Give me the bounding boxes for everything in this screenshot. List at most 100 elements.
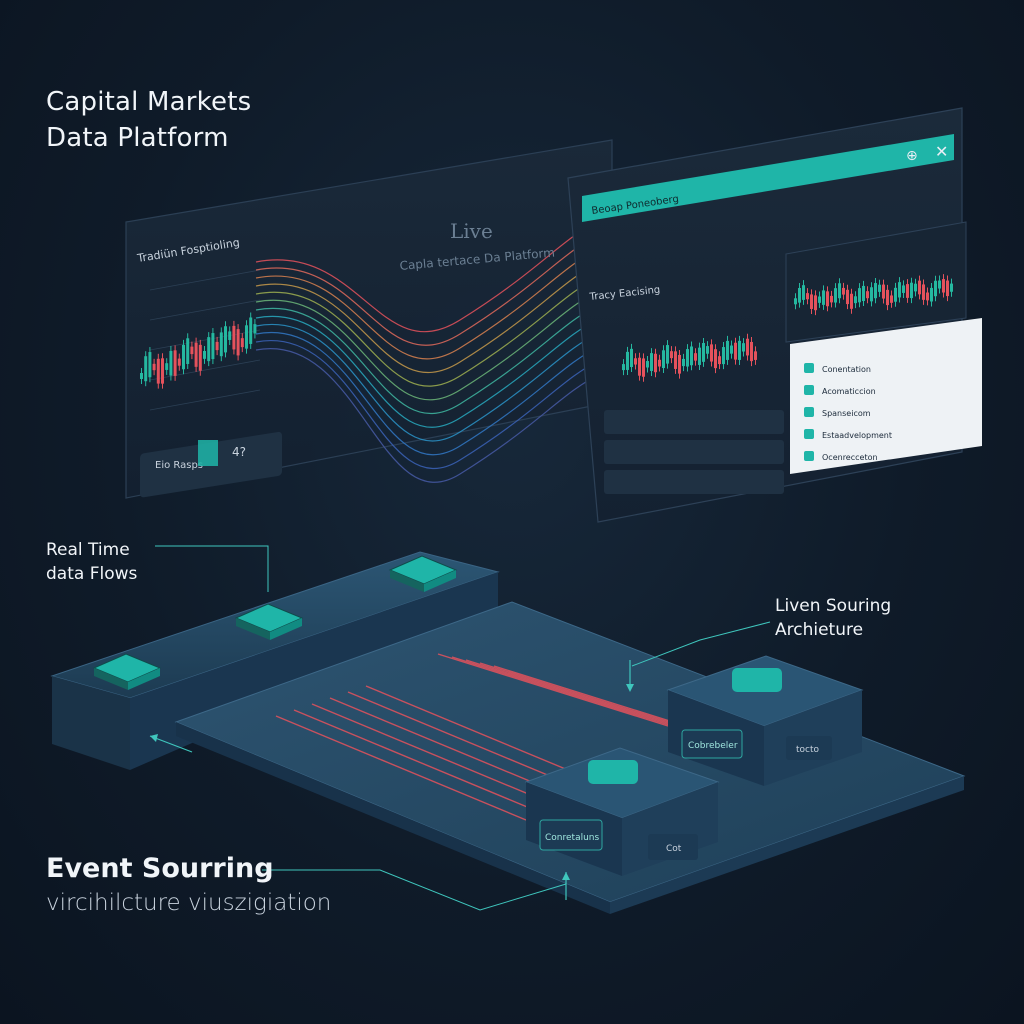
candle-body bbox=[662, 350, 665, 369]
candle-body bbox=[838, 283, 841, 299]
candle-body bbox=[211, 333, 215, 360]
flow-line bbox=[255, 275, 601, 387]
candle-body bbox=[738, 340, 741, 360]
candle-body bbox=[906, 284, 909, 298]
trace-line bbox=[311, 703, 563, 809]
candle-body bbox=[144, 356, 148, 382]
candle-body bbox=[726, 340, 729, 360]
left-footer-active-tab[interactable] bbox=[198, 440, 218, 466]
left-footer-icon[interactable]: 4? bbox=[232, 445, 246, 459]
candle-body bbox=[822, 290, 825, 305]
search-icon[interactable]: ⊕ bbox=[906, 148, 918, 164]
candle-body bbox=[228, 331, 232, 340]
candle-body bbox=[650, 353, 653, 371]
candle-body bbox=[236, 329, 240, 356]
candle-body bbox=[182, 344, 185, 370]
candle-body bbox=[938, 280, 941, 289]
right-mini-candles-group bbox=[794, 274, 953, 316]
candle-body bbox=[806, 293, 809, 300]
candle-body bbox=[898, 282, 901, 298]
candle-body bbox=[203, 350, 206, 359]
flow-line bbox=[255, 331, 601, 456]
flow-line bbox=[255, 323, 601, 442]
candle-body bbox=[694, 353, 697, 361]
candle-body bbox=[702, 343, 705, 362]
candle-body bbox=[198, 344, 202, 371]
candle-body bbox=[682, 358, 685, 367]
candle-body bbox=[140, 373, 143, 379]
candle-body bbox=[232, 325, 236, 350]
right-panel-rows bbox=[604, 410, 784, 494]
candle-body bbox=[666, 345, 669, 364]
candle-body bbox=[890, 295, 893, 303]
candle-body bbox=[670, 351, 673, 359]
rail-chip-side bbox=[94, 668, 128, 690]
callout-realtime-line1: Real Time bbox=[46, 540, 130, 560]
candle-body bbox=[654, 353, 657, 373]
callout-liven-line2: Archieture bbox=[775, 620, 864, 640]
front-block-label: Conretaluns bbox=[545, 833, 599, 843]
candle-body bbox=[802, 285, 805, 300]
candle-body bbox=[870, 287, 873, 302]
candle-body bbox=[245, 325, 248, 349]
front-block: Conretaluns Cot bbox=[524, 747, 720, 876]
candle-body bbox=[674, 351, 677, 369]
candle-body bbox=[169, 350, 173, 376]
callout-liven-line1: Liven Souring bbox=[775, 596, 892, 616]
left-footer-button[interactable]: Eio Rasps bbox=[155, 460, 203, 471]
candle-body bbox=[224, 326, 227, 353]
candle-body bbox=[746, 338, 749, 356]
candle-body bbox=[946, 280, 949, 297]
flow-line bbox=[255, 289, 601, 401]
candle-body bbox=[638, 357, 641, 376]
candle-body bbox=[734, 342, 737, 360]
candle-body bbox=[918, 280, 921, 295]
front-block-sub: Cot bbox=[666, 844, 682, 854]
candle-body bbox=[830, 295, 833, 303]
candle-body bbox=[186, 338, 190, 364]
candle-body bbox=[698, 347, 701, 365]
flow-line bbox=[255, 303, 601, 414]
list-item-label: Spanseicom bbox=[822, 409, 871, 418]
candle-body bbox=[750, 341, 753, 362]
candle-body bbox=[646, 361, 649, 368]
callout-lines bbox=[155, 545, 771, 911]
list-item-label: Acomaticcion bbox=[822, 387, 876, 396]
candle-body bbox=[152, 363, 156, 371]
callout-event-heading: Event Sourring bbox=[46, 853, 274, 884]
candle-body bbox=[866, 291, 869, 299]
right-block-chip bbox=[732, 668, 782, 692]
flow-line bbox=[255, 219, 601, 333]
candle-body bbox=[622, 364, 625, 371]
candle-body bbox=[161, 358, 164, 384]
candle-body bbox=[630, 348, 633, 368]
callout-liven: Liven Souring Archieture bbox=[775, 594, 891, 642]
right-dashboard-panel: Beoap Poneoberg ✕ ⊕ Tracy Eacising Conen… bbox=[567, 107, 982, 523]
list-item-check-icon bbox=[804, 385, 814, 395]
close-icon[interactable]: ✕ bbox=[935, 142, 948, 161]
candle-body bbox=[850, 293, 853, 309]
data-flow-lines bbox=[255, 219, 601, 483]
trace-line bbox=[451, 656, 683, 730]
candle-body bbox=[742, 343, 745, 352]
candle-body bbox=[718, 356, 721, 365]
right-header-bar bbox=[582, 134, 954, 222]
candle-body bbox=[854, 296, 857, 304]
event-sourcing-board: Cobrebeler tocto Conretaluns Cot bbox=[50, 551, 966, 914]
candle-body bbox=[730, 345, 733, 354]
candle-body bbox=[814, 295, 817, 311]
candle-body bbox=[810, 294, 813, 309]
center-live-word: Live bbox=[450, 219, 493, 243]
list-item-label: Estaadvelopment bbox=[822, 431, 892, 440]
flow-line bbox=[255, 247, 601, 360]
candle-body bbox=[156, 358, 160, 384]
candle-body bbox=[190, 346, 194, 355]
rail-chips-group bbox=[92, 555, 458, 690]
candle-body bbox=[842, 287, 845, 295]
candle-body bbox=[215, 341, 219, 351]
candle-body bbox=[690, 346, 693, 366]
right-white-card bbox=[790, 318, 982, 474]
candle-body bbox=[818, 296, 821, 303]
candle-body bbox=[240, 338, 244, 348]
